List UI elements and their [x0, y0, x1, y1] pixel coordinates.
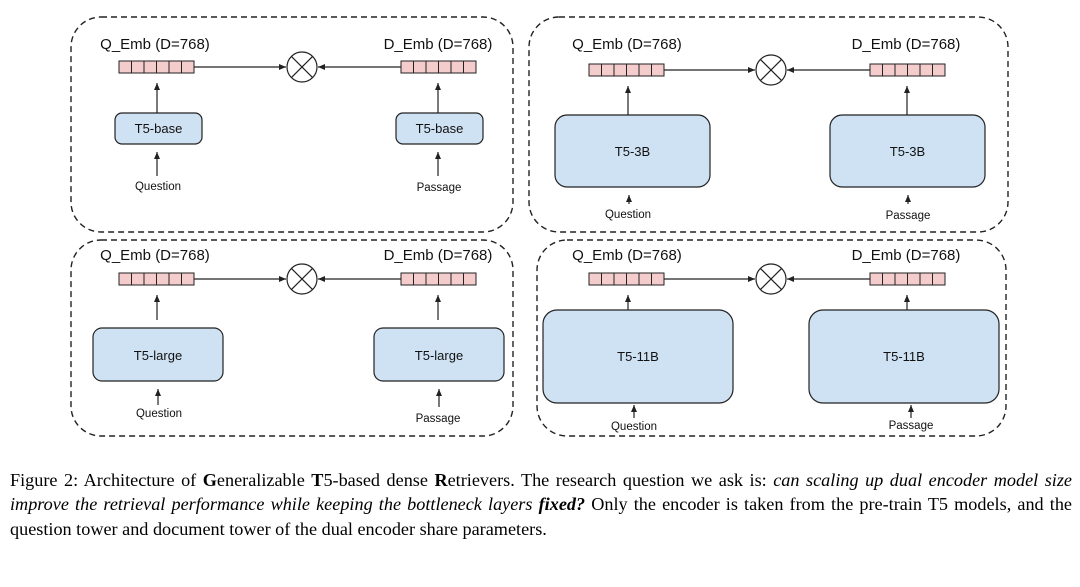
q-encoder-box	[542, 309, 734, 404]
q-input-label: Question	[135, 181, 181, 193]
caption-emphasis: fixed?	[539, 494, 585, 514]
q-embedding-vector	[588, 272, 665, 286]
d-encoder-box	[373, 327, 505, 382]
dot-product-icon	[286, 51, 318, 83]
panel-t5-3b: Q_Emb (D=768) D_Emb (D=768) T5-3	[528, 16, 1009, 233]
d-emb-label: D_Emb (D=768)	[384, 247, 493, 264]
caption-text: Only the encoder is taken from the pre-t…	[10, 494, 1072, 539]
d-input-label: Passage	[886, 210, 931, 222]
dot-product-icon	[755, 263, 787, 295]
d-embedding-vector	[869, 63, 946, 77]
panel-t5-11b: Q_Emb (D=768) D_Emb (D=768) T5-1	[536, 239, 1007, 437]
d-encoder-label: T5-base	[416, 121, 464, 136]
q-emb-label: Q_Emb (D=768)	[100, 247, 210, 264]
d-encoder-box	[808, 309, 1000, 404]
q-embedding-vector	[588, 63, 665, 77]
panel-border	[70, 16, 514, 233]
caption-bold-letter: G	[202, 470, 217, 490]
d-input-label: Passage	[889, 420, 934, 432]
dot-product-icon	[286, 263, 318, 295]
panel-border	[528, 16, 1009, 233]
caption-research-question: can scaling up dual encoder model size i…	[10, 470, 1073, 515]
d-input-label: Passage	[417, 182, 462, 194]
architecture-diagram: Q_Emb (D=768) D_Emb (D=768) T5-b	[70, 16, 1009, 437]
q-embedding-vector	[118, 272, 195, 286]
figure-caption: Figure 2: Architecture of Generalizable …	[10, 468, 1072, 541]
caption-text: Figure 2: Architecture of	[10, 470, 203, 490]
panel-t5-large: Q_Emb (D=768) D_Emb (D=768) T5-l	[70, 239, 514, 437]
d-encoder-label: T5-11B	[883, 349, 925, 364]
d-embedding-vector	[400, 272, 477, 286]
q-embedding-vector	[118, 60, 195, 74]
panel-border	[70, 239, 514, 437]
d-encoder-label: T5-3B	[890, 144, 925, 159]
panel-t5-base: Q_Emb (D=768) D_Emb (D=768) T5-b	[70, 16, 514, 233]
panel-border	[536, 239, 1007, 437]
q-encoder-label: T5-11B	[617, 349, 659, 364]
caption-bold-letter: R	[434, 470, 448, 490]
q-encoder-label: T5-large	[134, 348, 182, 363]
q-encoder-box	[92, 327, 224, 382]
d-encoder-label: T5-large	[415, 348, 463, 363]
d-emb-label: D_Emb (D=768)	[852, 36, 961, 53]
q-emb-label: Q_Emb (D=768)	[572, 247, 682, 264]
dot-product-icon	[755, 54, 787, 86]
q-encoder-box	[554, 114, 711, 188]
q-input-label: Question	[611, 421, 657, 433]
d-embedding-vector	[400, 60, 477, 74]
q-emb-label: Q_Emb (D=768)	[100, 36, 210, 53]
q-input-label: Question	[136, 408, 182, 420]
q-encoder-label: T5-3B	[615, 144, 650, 159]
d-encoder-box	[829, 114, 986, 188]
q-encoder-box	[114, 112, 203, 145]
d-encoder-box	[395, 112, 484, 145]
caption-text: etrievers. The research question we ask …	[447, 470, 774, 490]
q-encoder-label: T5-base	[135, 121, 183, 136]
caption-emphasis-fixed: fixed?	[538, 494, 586, 515]
caption-bold-letter: T	[311, 470, 324, 490]
d-emb-label: D_Emb (D=768)	[852, 247, 961, 264]
d-emb-label: D_Emb (D=768)	[384, 36, 493, 53]
caption-text: 5-based dense	[323, 470, 435, 490]
d-input-label: Passage	[416, 413, 461, 425]
q-input-label: Question	[605, 209, 651, 221]
d-embedding-vector	[869, 272, 946, 286]
caption-text: eneralizable	[216, 470, 312, 490]
q-emb-label: Q_Emb (D=768)	[572, 36, 682, 53]
